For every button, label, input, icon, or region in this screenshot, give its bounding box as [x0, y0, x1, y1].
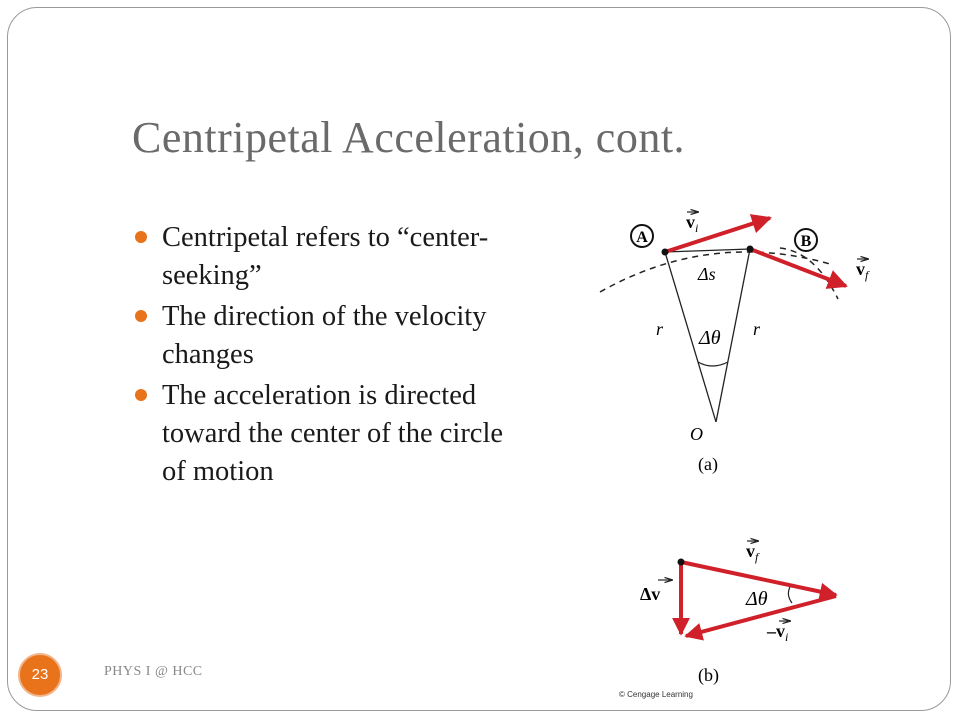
angle-arc	[697, 361, 729, 367]
point-a-label: A	[636, 229, 648, 246]
bullet-item: The acceleration is directed toward the …	[133, 377, 513, 491]
neg-vi-arrow	[684, 594, 837, 641]
origin-label: O	[690, 424, 703, 444]
point-a-dot	[661, 248, 669, 256]
copyright-credit: © Cengage Learning	[619, 690, 693, 699]
angle-arc-b	[787, 586, 793, 604]
footer-text: PHYS I @ HCC	[104, 664, 203, 679]
bullet-item: Centripetal refers to “center-seeking”	[133, 219, 513, 295]
bullet-dot-icon	[135, 389, 147, 401]
vi-label: vi	[686, 212, 698, 235]
delta-theta-label-b: Δθ	[745, 588, 768, 610]
delta-s-label: Δs	[697, 264, 716, 284]
r-left-label: r	[656, 319, 664, 339]
bullet-text: The direction of the velocity changes	[162, 301, 487, 370]
radius-right	[715, 248, 751, 423]
page-number-badge: 23	[18, 653, 62, 697]
vf-arrow-b	[680, 560, 838, 601]
point-b-dot	[746, 245, 754, 253]
bullet-item: The direction of the velocity changes	[133, 298, 513, 374]
circle-arc-extension	[779, 247, 839, 300]
vf-arrow	[749, 247, 848, 289]
point-b-label: B	[801, 233, 812, 250]
figure-a-diagram: A B vi vf Δs r r Δθ O (a)	[599, 200, 870, 475]
delta-v-label: Δv	[640, 584, 660, 604]
bullet-text: Centripetal refers to “center-seeking”	[162, 222, 489, 291]
point-b-badge-icon	[794, 228, 818, 252]
point-a-badge-icon	[630, 224, 654, 248]
vf-label-b: vf	[746, 541, 760, 564]
slide-title: Centripetal Acceleration, cont.	[132, 113, 686, 162]
start-point-dot	[677, 558, 685, 566]
r-right-label: r	[753, 319, 761, 339]
bullet-list: Centripetal refers to “center-seeking” T…	[133, 219, 513, 494]
figure-b-diagram: vf Δv Δθ –vi (b)	[640, 535, 838, 686]
chord-delta-s	[664, 248, 751, 253]
radius-left	[664, 251, 717, 423]
figure-a-caption: (a)	[698, 454, 718, 475]
vf-label: vf	[856, 259, 870, 282]
delta-theta-label: Δθ	[698, 327, 721, 349]
slide-frame	[7, 7, 951, 711]
bullet-text: The acceleration is directed toward the …	[162, 380, 504, 487]
vi-arrow	[664, 214, 772, 254]
bullet-dot-icon	[135, 231, 147, 243]
bullet-dot-icon	[135, 310, 147, 322]
figure-b-caption: (b)	[698, 665, 719, 686]
neg-vi-label: –vi	[766, 621, 788, 644]
